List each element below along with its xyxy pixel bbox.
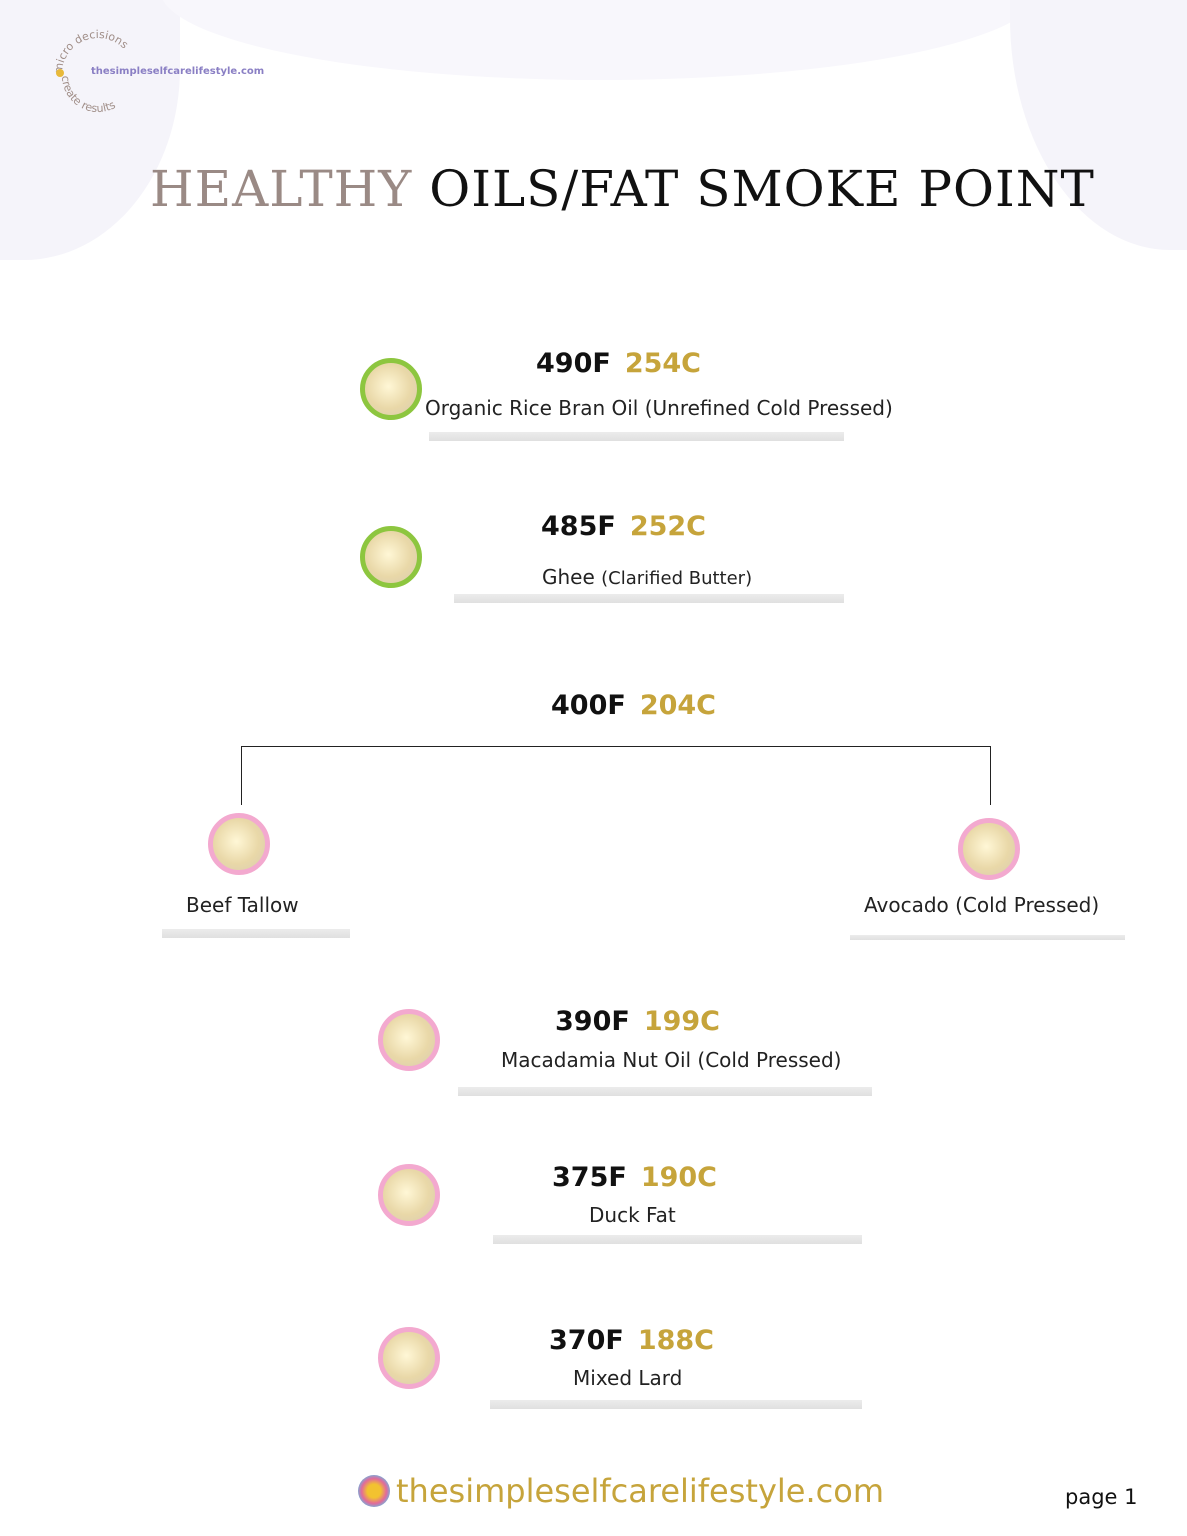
title-accent: HEALTHY bbox=[150, 160, 413, 218]
ghee-icon bbox=[360, 526, 422, 588]
rice-bran-oil-icon bbox=[360, 358, 422, 420]
beef-tallow-icon bbox=[208, 813, 270, 875]
oil-name: Organic Rice Bran Oil (Unrefined Cold Pr… bbox=[425, 396, 893, 420]
divider bbox=[458, 1087, 872, 1096]
divider bbox=[162, 929, 350, 938]
background-shape bbox=[160, 0, 1040, 80]
celsius: 252C bbox=[629, 511, 706, 542]
fahrenheit: 390F bbox=[555, 1006, 630, 1037]
celsius: 190C bbox=[640, 1162, 717, 1193]
celsius: 199C bbox=[643, 1006, 720, 1037]
avocado-icon bbox=[958, 818, 1020, 880]
oil-name: Duck Fat bbox=[589, 1203, 676, 1227]
macadamia-icon bbox=[378, 1009, 440, 1071]
fahrenheit: 370F bbox=[549, 1325, 624, 1356]
logo-site: thesimpleselfcarelifestyle.com bbox=[91, 66, 265, 77]
oil-name: Beef Tallow bbox=[186, 893, 299, 917]
celsius: 204C bbox=[639, 690, 716, 721]
svg-text:create results: create results bbox=[59, 75, 118, 115]
page-title: HEALTHY OILS/FAT SMOKE POINT bbox=[150, 160, 1095, 218]
oil-name: Ghee bbox=[542, 565, 595, 589]
page-number: page 1 bbox=[1065, 1485, 1138, 1509]
sun-logo-icon bbox=[358, 1475, 390, 1507]
fahrenheit: 375F bbox=[552, 1162, 627, 1193]
fahrenheit: 400F bbox=[551, 690, 626, 721]
divider bbox=[490, 1400, 862, 1409]
divider bbox=[850, 935, 1125, 940]
divider bbox=[493, 1235, 862, 1244]
bracket-connector bbox=[241, 746, 991, 805]
fahrenheit: 490F bbox=[536, 348, 611, 379]
oil-name: Mixed Lard bbox=[573, 1366, 683, 1390]
logo-arc-icon: micro decisions create results bbox=[52, 28, 131, 115]
divider bbox=[429, 432, 844, 441]
footer-site: thesimpleselfcarelifestyle.com bbox=[396, 1472, 884, 1510]
oil-subtitle: (Clarified Butter) bbox=[601, 568, 753, 589]
oil-name: Avocado (Cold Pressed) bbox=[864, 893, 1100, 917]
lard-icon bbox=[378, 1327, 440, 1389]
title-main: OILS/FAT SMOKE POINT bbox=[429, 160, 1095, 218]
divider bbox=[454, 594, 844, 603]
smoke-point: 490F 254C bbox=[536, 348, 701, 379]
oil-name: Macadamia Nut Oil (Cold Pressed) bbox=[501, 1048, 842, 1072]
celsius: 188C bbox=[637, 1325, 714, 1356]
duck-fat-icon bbox=[378, 1164, 440, 1226]
celsius: 254C bbox=[624, 348, 701, 379]
fahrenheit: 485F bbox=[541, 511, 616, 542]
